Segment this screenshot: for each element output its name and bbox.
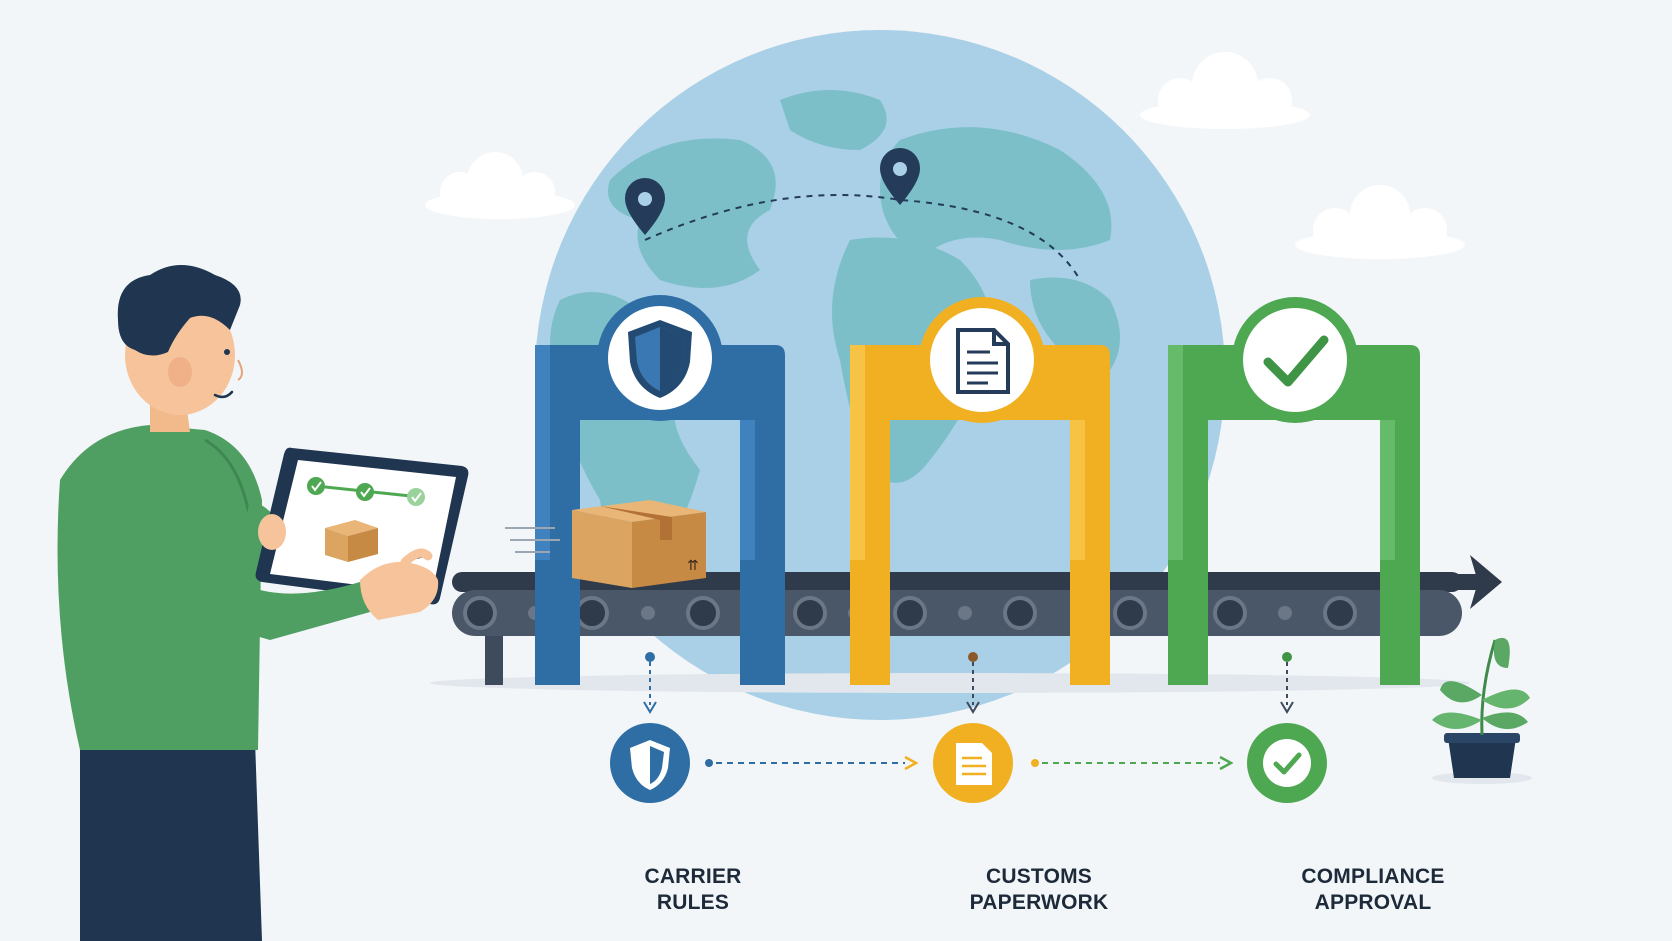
- customs-paperwork-step-icon: [933, 723, 1013, 803]
- cloud-icon: [1140, 52, 1310, 129]
- step-label-line: COMPLIANCE: [1301, 865, 1445, 888]
- step-label-line: CARRIER: [644, 865, 742, 888]
- floor-shadow: [430, 673, 1470, 693]
- svg-text:⇈: ⇈: [687, 558, 699, 574]
- conveyor-belt: [452, 572, 1462, 685]
- map-pin-icon: [625, 178, 665, 235]
- step-connectors: [643, 652, 1294, 714]
- step-label-line: RULES: [656, 891, 730, 914]
- map-pin-icon: [880, 148, 920, 205]
- cloud-icon: [1295, 185, 1465, 259]
- flow-arrow: [705, 755, 919, 771]
- package-box-icon: ⇈: [505, 500, 706, 588]
- cloud-icon: [425, 152, 575, 219]
- step-label-customs-paperwork: CUSTOMS PAPERWORK: [919, 864, 1159, 916]
- plant-icon: [1432, 637, 1532, 784]
- step-label-line: APPROVAL: [1314, 891, 1432, 914]
- document-icon: [919, 297, 1045, 423]
- step-label-compliance-approval: COMPLIANCE APPROVAL: [1253, 864, 1493, 916]
- person-with-tablet: [57, 265, 469, 941]
- step-label-line: CUSTOMS: [985, 865, 1093, 888]
- shield-icon: [597, 295, 723, 421]
- shipping-route-line: [644, 194, 1081, 281]
- compliance-approval-step-icon: [1247, 723, 1327, 803]
- step-label-line: PAPERWORK: [969, 891, 1109, 914]
- flow-arrow: [1031, 755, 1234, 771]
- arrow-right-icon: [1420, 555, 1502, 609]
- carrier-rules-step-icon: [610, 723, 690, 803]
- checkmark-icon: [1232, 297, 1358, 423]
- step-label-carrier-rules: CARRIER RULES: [573, 864, 813, 916]
